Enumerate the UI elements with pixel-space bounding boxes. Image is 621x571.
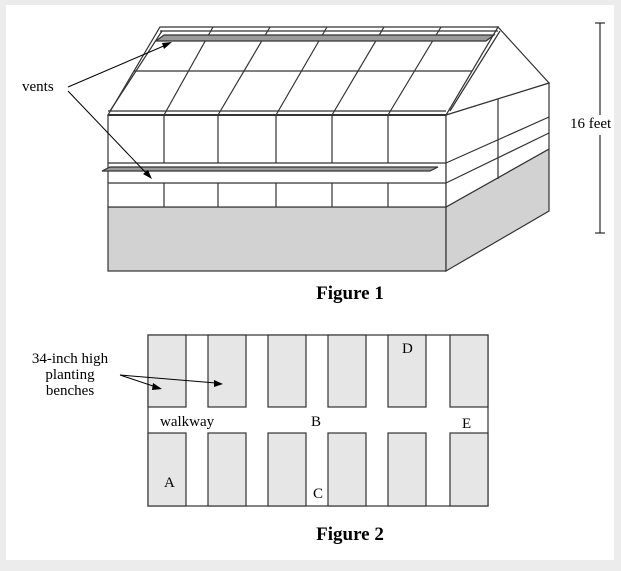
foundation-front (107, 206, 447, 272)
floor-plan (147, 334, 489, 507)
front-wall-grid (108, 115, 446, 207)
ridge-vent (154, 34, 496, 42)
vents-callout: vents (22, 42, 172, 179)
side-vent (101, 166, 439, 172)
figure1-caption: Figure 1 (316, 283, 384, 304)
point-C: C (313, 486, 323, 502)
vents-label: vents (22, 79, 54, 95)
benches-label-line2: planting (45, 367, 95, 383)
benches-label-line1: 34-inch high (32, 351, 109, 367)
greenhouse-diagram: vents 16 feet Figure 1 34-inch high plan (22, 22, 612, 545)
roof-grid (134, 26, 472, 116)
walkway-label: walkway (160, 414, 215, 430)
bench (147, 334, 187, 408)
bench (449, 432, 489, 507)
point-B: B (311, 414, 321, 430)
bench (327, 432, 367, 507)
bench (449, 334, 489, 408)
point-D: D (402, 341, 413, 357)
bench (387, 432, 427, 507)
front-wall (107, 114, 447, 208)
bench (387, 334, 427, 408)
benches-label-line3: benches (46, 383, 94, 399)
figure2-caption: Figure 2 (316, 524, 384, 545)
bench (267, 432, 307, 507)
bench (147, 432, 187, 507)
diagram-panel: vents 16 feet Figure 1 34-inch high plan (6, 5, 614, 560)
height-dimension (595, 22, 605, 234)
bench (327, 334, 367, 408)
side-wall-grid (445, 99, 550, 184)
point-A: A (164, 475, 175, 491)
bench (207, 432, 247, 507)
bench (267, 334, 307, 408)
point-E: E (462, 416, 471, 432)
height-label: 16 feet (570, 116, 612, 132)
floor-outline (147, 334, 489, 507)
bench (207, 334, 247, 408)
benches-callout: 34-inch high planting benches (32, 351, 223, 399)
greenhouse-figure (101, 25, 551, 273)
